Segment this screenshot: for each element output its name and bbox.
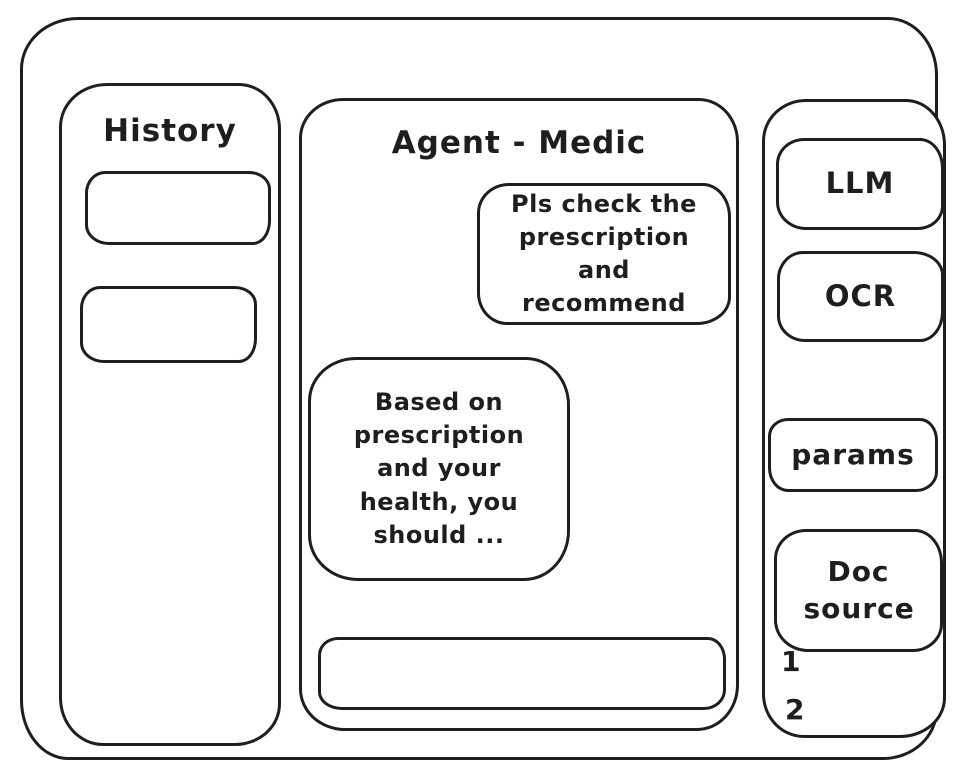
ocr-button[interactable]: OCR (777, 251, 944, 342)
llm-button[interactable]: LLM (776, 138, 944, 230)
assistant-message-bubble: Based on prescription and your health, y… (308, 357, 570, 581)
chat-title: Agent - Medic (391, 125, 647, 161)
params-button[interactable]: params (768, 418, 938, 492)
history-title: History (103, 113, 237, 149)
history-item[interactable] (80, 286, 257, 363)
doc-source-button-label: Doc source (803, 555, 915, 625)
doc-source-button[interactable]: Doc source (774, 529, 943, 652)
chat-input[interactable] (318, 637, 726, 710)
history-item[interactable] (85, 171, 271, 245)
tools-panel: LLM OCR params Doc source 1 2 (762, 99, 946, 738)
chat-panel: Agent - Medic Pls check the prescription… (299, 98, 739, 731)
history-panel: History (59, 83, 281, 746)
app-window: History Agent - Medic Pls check the pres… (20, 17, 946, 760)
user-message-bubble: Pls check the prescription and recommend (477, 183, 731, 325)
doc-source-item[interactable]: 2 (785, 693, 805, 726)
doc-source-item[interactable]: 1 (781, 645, 801, 678)
